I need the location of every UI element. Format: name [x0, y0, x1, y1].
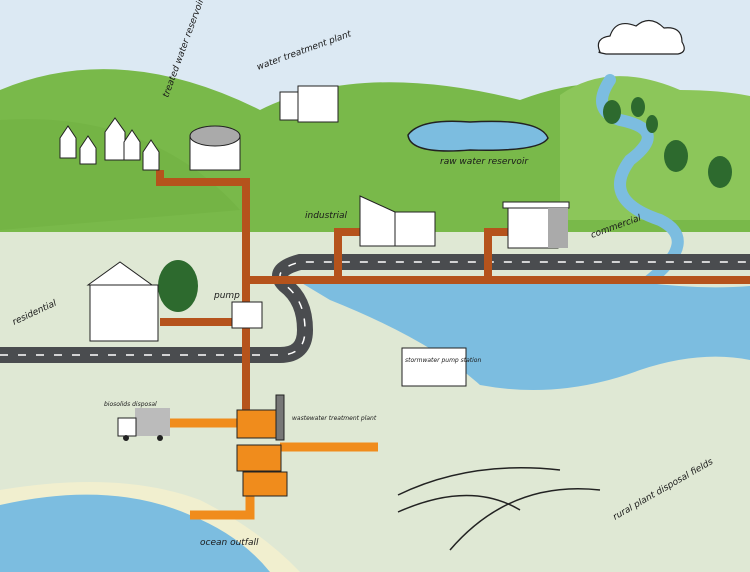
- label-wastewater-treatment-plant: wastewater treatment plant: [292, 415, 377, 422]
- lake: [300, 276, 750, 390]
- raw-water-reservoir: [407, 120, 549, 152]
- trees: [158, 97, 732, 312]
- commercial-building: [502, 201, 570, 249]
- label-pump: pump: [213, 291, 240, 301]
- houses: [59, 117, 160, 171]
- label-ocean-outfall: ocean outfall: [200, 538, 259, 548]
- label-raw-water-reservoir: raw water reservoir: [440, 157, 529, 167]
- label-biosolids-disposal: biosolids disposal: [104, 401, 157, 408]
- pump-icon: [231, 301, 263, 329]
- label-industrial: industrial: [305, 211, 348, 221]
- treated-water-reservoir: [189, 125, 241, 171]
- label-stormwater-pump-station: stormwater pump station: [405, 357, 481, 364]
- supply-pipes: [156, 170, 750, 420]
- stormwater-pump-station: [401, 347, 467, 387]
- rural-fields: [397, 467, 601, 551]
- residential-house: [86, 261, 159, 342]
- ocean: [0, 494, 270, 572]
- industrial-building: [359, 195, 436, 247]
- cloud-icon: [597, 19, 685, 55]
- truck-icon: [117, 408, 170, 441]
- water-treatment-plant: [279, 85, 339, 123]
- wastewater-treatment-plant: [236, 394, 288, 497]
